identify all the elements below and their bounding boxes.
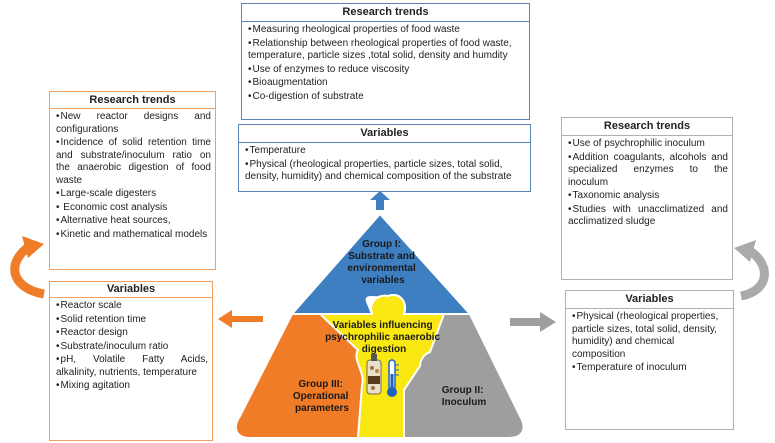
svg-text:Group III: Operational: Group III: Operational parameters <box>293 379 351 414</box>
group2-label-1: Group II: <box>442 385 484 396</box>
up-arrow <box>370 191 390 210</box>
list-item: Co-digestion of substrate <box>248 91 525 104</box>
left-arrow <box>218 310 263 328</box>
left-variables-box: Variables Reactor scale Solid retention … <box>49 281 213 441</box>
list-item: Temperature <box>245 145 526 158</box>
group3-label-3: parameters <box>295 403 349 414</box>
list-item: Solid retention time <box>56 314 208 327</box>
box-title: Research trends <box>242 4 529 22</box>
list-item: Bioaugmentation <box>248 77 525 90</box>
list-item: Reactor design <box>56 327 208 340</box>
right-arrow <box>510 312 556 332</box>
list-item: Use of enzymes to reduce viscosity <box>248 64 525 77</box>
box-title: Research trends <box>50 92 215 109</box>
center-label-3: digestion <box>362 344 406 355</box>
top-variables-box: Variables Temperature Physical (rheologi… <box>238 124 531 192</box>
list-item: Measuring rheological properties of food… <box>248 24 525 37</box>
right-curved-arrow <box>739 246 769 301</box>
list-item: Kinetic and mathematical models <box>56 229 211 242</box>
svg-text:Group II: Inoculum: Group II: Inoculum <box>442 385 487 408</box>
center-label-2: psychrophilic anaerobic <box>325 332 440 343</box>
right-research-trends-box: Research trends Use of psychrophilic ino… <box>561 117 733 280</box>
box-title: Research trends <box>562 118 732 136</box>
box-title: Variables <box>50 282 212 298</box>
thermometer-icon <box>387 359 399 397</box>
list-item: Addition coagulants, alcohols and specia… <box>568 152 728 190</box>
center-label-1: Variables influencing <box>333 320 433 331</box>
list-item: Economic cost analysis <box>56 202 211 215</box>
center-piece <box>317 294 446 439</box>
list-item: Alternative heat sources, <box>56 215 211 228</box>
group2-label-2: Inoculum <box>442 397 487 408</box>
list-item: New reactor designs and configurations <box>56 111 211 136</box>
group3-label-1: Group III: <box>298 379 342 390</box>
list-item: Mixing agitation <box>56 380 208 393</box>
box-title: Variables <box>566 291 733 309</box>
list-item: Substrate/inoculum ratio <box>56 341 208 354</box>
list-item: Physical (rheological properties, partic… <box>245 159 526 184</box>
bottle-icon <box>366 354 382 395</box>
list-item: Temperature of inoculum <box>572 362 729 375</box>
group1-label-1: Group I: <box>362 239 401 250</box>
list-item: Taxonomic analysis <box>568 190 728 203</box>
list-item: Use of psychrophilic inoculum <box>568 138 728 151</box>
group1-label-3: environmental <box>347 263 416 274</box>
svg-text:Group I: Substrate and: Group I: Substrate and environmental var… <box>347 239 418 286</box>
group1-label-4: variables <box>361 275 405 286</box>
left-research-trends-box: Research trends New reactor designs and … <box>49 91 216 270</box>
group3-label-2: Operational <box>293 391 349 402</box>
list-item: pH, Volatile Fatty Acids, alkalinity, nu… <box>56 354 208 379</box>
list-item: Relationship between rheological propert… <box>248 38 525 63</box>
right-variables-box: Variables Physical (rheological properti… <box>565 290 734 430</box>
group1-label-2: Substrate and <box>348 251 415 262</box>
list-item: Physical (rheological properties, partic… <box>572 311 729 361</box>
list-item: Reactor scale <box>56 300 208 313</box>
list-item: Incidence of solid retention time and su… <box>56 137 211 187</box>
top-research-trends-box: Research trends Measuring rheological pr… <box>241 3 530 120</box>
left-curved-arrow <box>10 242 46 299</box>
list-item: Large-scale digesters <box>56 188 211 201</box>
box-title: Variables <box>239 125 530 143</box>
list-item: Studies with unacclimatized and acclimat… <box>568 204 728 229</box>
svg-text:Variables influencing psyc: Variables influencing psychrophilic anae… <box>325 320 443 355</box>
